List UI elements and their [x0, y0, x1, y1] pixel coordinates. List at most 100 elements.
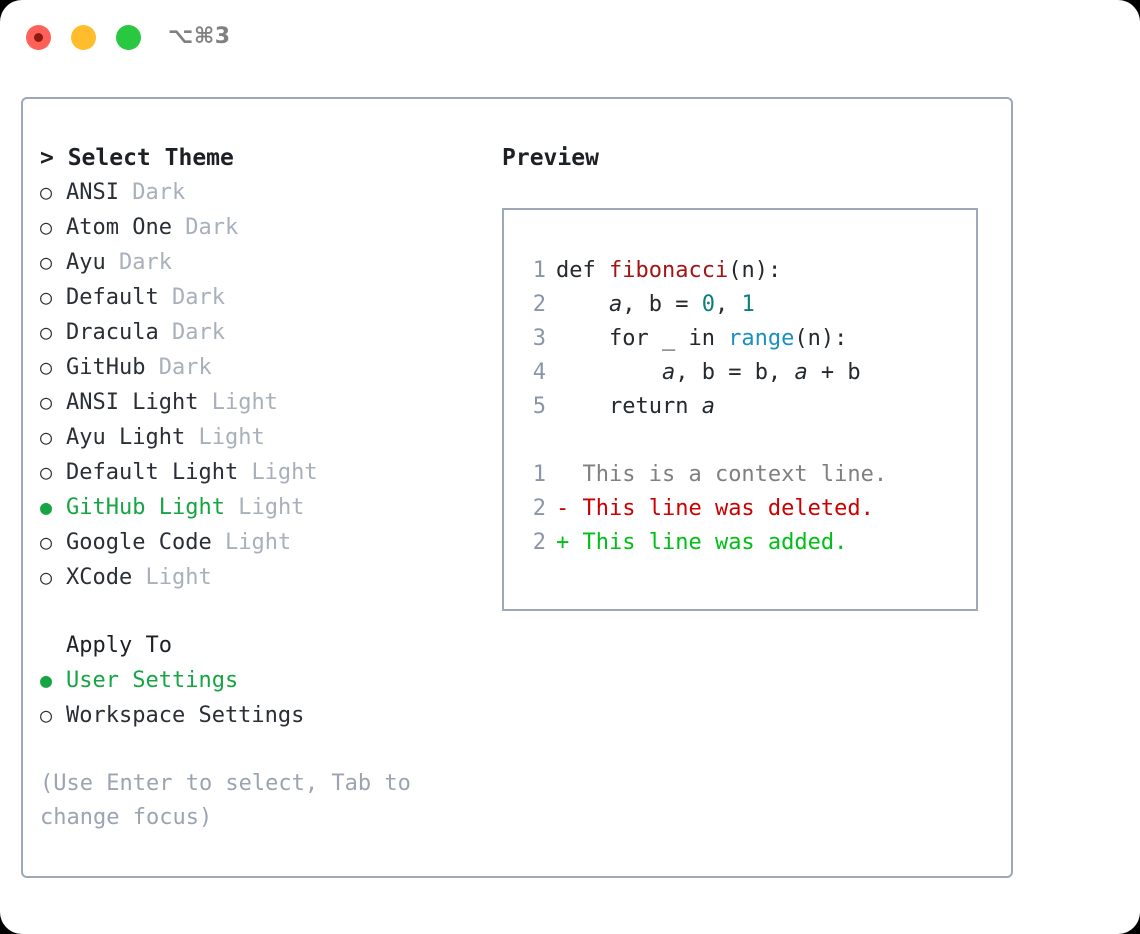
theme-option-ansi[interactable]: ○ANSI Dark — [40, 175, 480, 210]
apply-to-option-workspace-settings[interactable]: ○Workspace Settings — [40, 698, 480, 733]
code-token-plain: (n): — [728, 258, 782, 283]
spacer — [212, 526, 225, 560]
theme-selector-column: > Select Theme ○ANSI Dark○Atom One Dark○… — [40, 141, 480, 835]
theme-option-default-light[interactable]: ○ Default Light Light — [40, 455, 480, 490]
apply-to-option-label: User Settings — [66, 668, 239, 693]
line-number: 1 — [532, 462, 546, 487]
apply-to-heading: Apply To — [66, 633, 172, 658]
code-line: 3 for _ in range(n): — [522, 322, 970, 356]
theme-option-label: GitHub — [66, 355, 146, 380]
radio-unselected-icon: ○ — [40, 390, 53, 414]
code-token-var: a — [661, 360, 676, 385]
line-number: 4 — [532, 360, 546, 385]
select-theme-heading: > Select Theme — [40, 145, 234, 171]
apply-to-list: ● User Settings ○Workspace Settings — [40, 663, 480, 733]
code-token-var: a — [701, 394, 715, 419]
line-number: 2 — [532, 496, 546, 521]
theme-option-label: Default Light — [66, 460, 239, 485]
code-line: 2 a, b = 0, 1 — [522, 288, 970, 322]
theme-option-category: Light — [224, 530, 292, 555]
panel-columns: > Select Theme ○ANSI Dark○Atom One Dark○… — [23, 99, 1011, 876]
radio-unselected-icon: ○ — [40, 320, 53, 344]
spacer — [145, 351, 158, 385]
window-controls — [26, 25, 141, 50]
apply-to-option-user-settings[interactable]: ● User Settings — [40, 663, 480, 698]
spacer — [172, 211, 185, 245]
code-token-builtin: range — [728, 326, 795, 351]
diff-sign: - — [556, 496, 570, 521]
maximize-button[interactable] — [116, 25, 141, 50]
radio-unselected-icon: ○ — [40, 250, 53, 274]
diff-sign — [556, 462, 569, 487]
diff-line-ctx: 1 This is a context line. — [522, 458, 970, 492]
theme-option-category: Dark — [171, 285, 225, 310]
code-token-plain: , — [714, 292, 742, 317]
code-token-plain: return — [556, 394, 702, 419]
line-number: 1 — [532, 258, 546, 283]
spacer — [40, 595, 480, 629]
spacer — [238, 456, 251, 490]
diff-line-del: 2- This line was deleted. — [522, 492, 970, 526]
theme-option-label: Atom One — [66, 215, 172, 240]
minimize-button[interactable] — [71, 25, 96, 50]
diff-text: This line was deleted. — [569, 496, 874, 521]
theme-option-github-light[interactable]: ●GitHub Light Light — [40, 490, 480, 525]
theme-option-category: Light — [211, 390, 278, 415]
keyboard-hint-text: (Use Enter to select, Tab to change focu… — [40, 771, 411, 830]
code-token-var: a — [608, 292, 623, 317]
theme-option-category: Light — [145, 565, 212, 590]
close-button[interactable] — [26, 25, 51, 50]
preview-heading: Preview — [502, 145, 599, 171]
title-bar: ⌥⌘3 — [0, 0, 1140, 76]
theme-option-category: Dark — [185, 215, 239, 240]
main-panel: > Select Theme ○ANSI Dark○Atom One Dark○… — [21, 97, 1013, 878]
code-token-plain — [556, 292, 609, 317]
keyboard-shortcut-label: ⌥⌘3 — [168, 24, 231, 49]
diff-text: This line was added. — [569, 530, 848, 555]
theme-option-github[interactable]: ○GitHub Dark — [40, 350, 480, 385]
spacer — [159, 281, 172, 315]
theme-option-category: Dark — [158, 355, 212, 380]
code-token-var: a — [794, 360, 808, 385]
spacer — [522, 424, 970, 458]
spacer — [132, 561, 145, 595]
line-number: 3 — [532, 326, 546, 351]
theme-option-google-code[interactable]: ○Google Code Light — [40, 525, 480, 560]
spacer — [185, 421, 198, 455]
diff-line-add: 2 + This line was added. — [522, 526, 970, 560]
radio-unselected-icon: ○ — [40, 460, 53, 484]
code-token-plain — [556, 360, 662, 385]
theme-option-category: Dark — [171, 320, 225, 345]
theme-option-category: Dark — [132, 180, 186, 205]
spacer — [106, 246, 119, 280]
code-token-kw: def — [556, 258, 609, 283]
line-number: 2 — [532, 530, 546, 555]
theme-option-ansi-light[interactable]: ○ANSI Light Light — [40, 385, 480, 420]
theme-option-category: Light — [251, 460, 318, 485]
spacer — [119, 176, 132, 210]
theme-option-label: Ayu Light — [66, 425, 186, 450]
diff-text: This is a context line. — [569, 462, 888, 487]
code-token-plain: (n): — [794, 326, 848, 351]
radio-selected-icon: ● — [40, 668, 53, 692]
theme-option-category: Light — [238, 495, 305, 520]
code-token-plain: , b = — [622, 292, 702, 317]
theme-option-atom-one[interactable]: ○ Atom One Dark — [40, 210, 480, 245]
theme-option-ayu[interactable]: ○Ayu Dark — [40, 245, 480, 280]
diff-sign: + — [556, 530, 570, 555]
radio-unselected-icon: ○ — [40, 565, 53, 589]
radio-unselected-icon: ○ — [40, 530, 53, 554]
theme-option-label: ANSI — [66, 180, 119, 205]
theme-option-ayu-light[interactable]: ○Ayu Light Light — [40, 420, 480, 455]
theme-option-label: Dracula — [66, 320, 159, 345]
theme-option-category: Dark — [119, 250, 172, 275]
theme-option-dracula[interactable]: ○ Dracula Dark — [40, 315, 480, 350]
radio-unselected-icon: ○ — [40, 215, 53, 239]
theme-option-xcode[interactable]: ○XCode Light — [40, 560, 480, 595]
code-line: 5 return a — [522, 390, 970, 424]
theme-option-default[interactable]: ○Default Dark — [40, 280, 480, 315]
